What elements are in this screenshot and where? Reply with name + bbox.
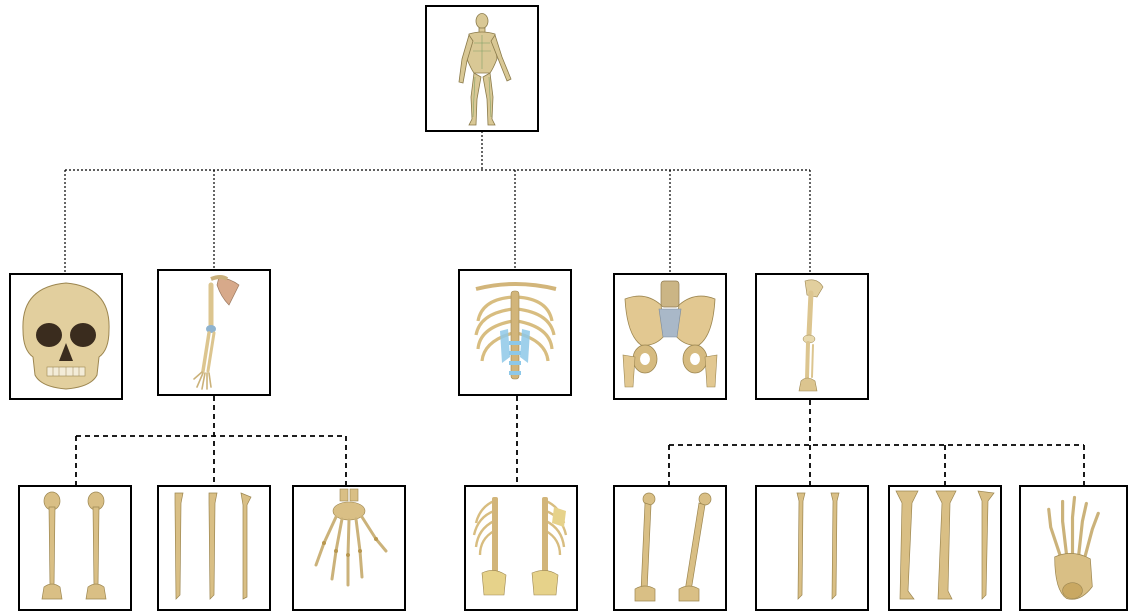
skull-icon [11, 275, 121, 398]
node-full-skeleton [425, 5, 539, 132]
tibia-fibula-icon [890, 487, 1000, 609]
rib-cage-icon [460, 271, 570, 394]
node-femur [613, 485, 727, 611]
root-connectors [65, 131, 810, 273]
node-pelvis [613, 273, 727, 400]
leg-connectors [669, 400, 1084, 485]
human-body-icon [427, 7, 537, 130]
arm-bones-icon [159, 271, 269, 394]
foot-bones-icon [1021, 487, 1126, 609]
node-spine-ribs [464, 485, 578, 611]
node-lower-limb [755, 273, 869, 400]
forearm-bones-icon [159, 487, 269, 609]
femur-icon [615, 487, 725, 609]
node-hand [292, 485, 406, 611]
node-skull [9, 273, 123, 400]
pelvis-icon [615, 275, 725, 398]
node-foot [1019, 485, 1128, 611]
lower-leg-bones-icon [757, 487, 867, 609]
leg-bones-icon [757, 275, 867, 398]
node-forearm-bones [157, 485, 271, 611]
arm-connectors [76, 396, 346, 485]
node-lower-leg-bones [755, 485, 869, 611]
hand-bones-icon [294, 487, 404, 609]
humerus-icon [20, 487, 130, 609]
node-thorax [458, 269, 572, 396]
node-humerus [18, 485, 132, 611]
spine-ribs-icon [466, 487, 576, 609]
node-upper-limb [157, 269, 271, 396]
node-tibia-fibula [888, 485, 1002, 611]
